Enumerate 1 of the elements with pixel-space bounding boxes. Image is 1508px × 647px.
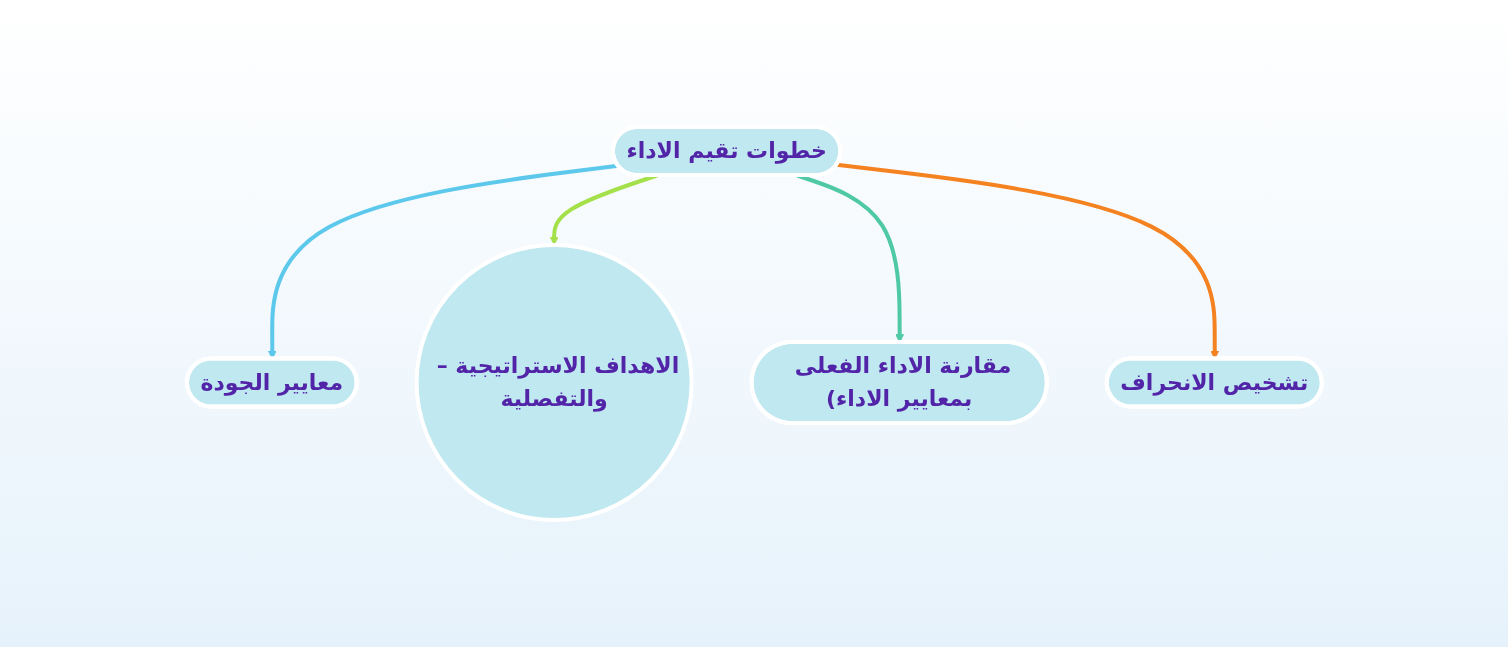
node-circle: الاهداف الاستراتيجية – والتفصلية (414, 243, 694, 522)
